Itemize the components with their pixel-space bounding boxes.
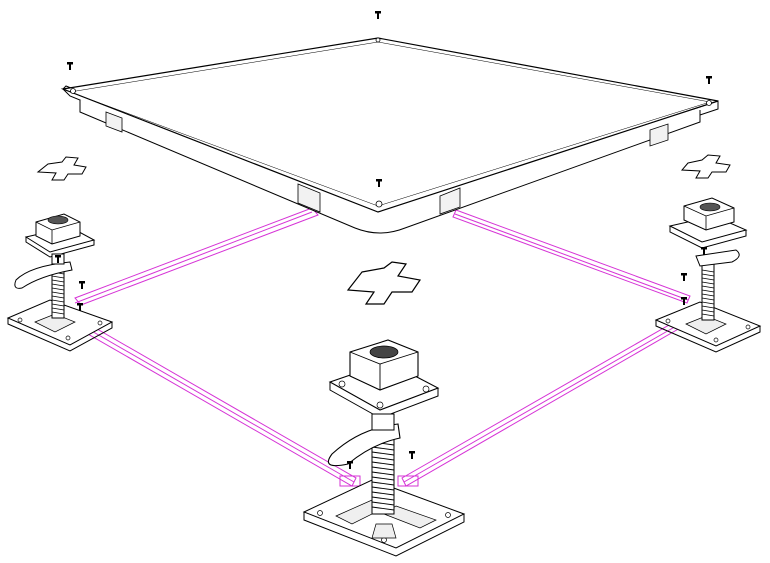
stringer-back-left [74, 207, 319, 306]
thread-line [371, 491, 395, 496]
thread-line [371, 461, 395, 466]
cross-gasket-left [36, 156, 87, 181]
screw-icon [681, 273, 687, 281]
pedestal-right-head [683, 197, 735, 231]
thread-line [51, 279, 65, 283]
thread-line [51, 275, 65, 279]
thread-line [51, 295, 65, 299]
thread-line [51, 287, 65, 291]
pedestal-right [654, 197, 762, 353]
screw-icon [67, 62, 73, 70]
screw-icon [706, 76, 712, 84]
screw-icon [79, 281, 85, 289]
screw-icon [347, 461, 353, 469]
stringer-front-left [73, 317, 361, 487]
thread-line [371, 466, 395, 471]
screw-icon [77, 303, 83, 311]
pedestal-left [6, 213, 114, 352]
screw-icon [409, 451, 415, 459]
pedestal-right-locknut [695, 249, 740, 267]
screw-icon [376, 179, 382, 187]
thread-line [371, 476, 395, 481]
pedestal-left-head [35, 213, 81, 245]
thread-line [701, 293, 715, 297]
thread-line [701, 301, 715, 305]
screw-icon [701, 247, 707, 255]
thread-line [701, 309, 715, 313]
pedestal-left-locknut [14, 261, 73, 289]
thread-line [371, 501, 395, 506]
screw-icon [375, 11, 381, 19]
thread-line [51, 307, 65, 311]
stringer-front-right [397, 312, 695, 487]
thread-line [701, 285, 715, 289]
thread-line [371, 456, 395, 461]
thread-line [371, 506, 395, 511]
thread-line [371, 496, 395, 501]
thread-line [701, 313, 715, 317]
thread-line [701, 305, 715, 309]
panel-corner-holes [70, 37, 712, 208]
thread-line [701, 269, 715, 273]
thread-line [371, 451, 395, 456]
thread-line [51, 283, 65, 287]
floor-panel [60, 37, 719, 234]
thread-line [371, 486, 395, 491]
screws-group [55, 11, 712, 469]
thread-line [701, 277, 715, 281]
thread-line [701, 289, 715, 293]
thread-line [701, 273, 715, 277]
pedestal-center [302, 339, 466, 557]
stringer-back-right [452, 209, 691, 304]
thread-line [51, 303, 65, 307]
thread-line [371, 471, 395, 476]
thread-line [701, 281, 715, 285]
panel-top-surface [60, 37, 719, 213]
pedestal-center-head [349, 339, 419, 391]
screw-icon [681, 297, 687, 305]
cross-gasket-center [346, 261, 422, 305]
panel-edge-support [105, 111, 669, 215]
pedestal-center-locknut [327, 423, 401, 467]
thread-line [371, 446, 395, 451]
thread-line [701, 297, 715, 301]
thread-line [51, 299, 65, 303]
thread-line [51, 291, 65, 295]
thread-line [51, 311, 65, 315]
screw-icon [55, 255, 61, 263]
thread-line [371, 481, 395, 486]
cross-gasket-right [680, 154, 731, 179]
